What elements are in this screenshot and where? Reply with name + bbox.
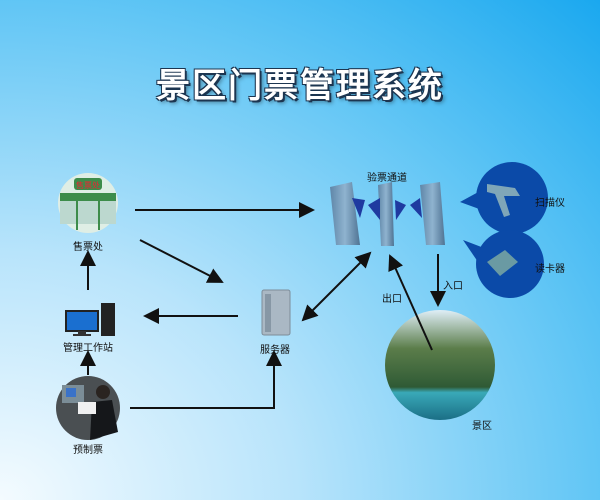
scenic-area-icon (385, 310, 495, 420)
turnstile-gate-icon (330, 182, 445, 246)
card-reader-label: 读卡器 (535, 264, 565, 275)
arrow-office-to-server (139, 239, 224, 283)
entrance-label: 入口 (443, 281, 463, 292)
preprinted-label: 预制票 (73, 445, 103, 456)
ticket-office-sign: 售票处 (76, 180, 100, 190)
server-label: 服务器 (260, 345, 290, 356)
card-reader-icon (463, 230, 544, 298)
ticket-office-icon: 售票处 (58, 173, 118, 233)
preprinted-ticket-icon (56, 376, 120, 440)
scanner-label: 扫描仪 (535, 198, 565, 209)
server-icon (261, 289, 291, 336)
scanner-icon (460, 162, 548, 234)
arrow-server-gate (301, 251, 372, 322)
workstation-icon (65, 303, 115, 336)
arrow-exit (388, 254, 433, 351)
gate-label: 验票通道 (367, 173, 407, 184)
scenic-area-label: 景区 (472, 421, 492, 432)
workstation-label: 管理工作站 (63, 343, 113, 354)
page-title: 景区门票管理系统 (156, 66, 444, 106)
ticket-office-label: 售票处 (73, 242, 103, 253)
arrow-preprinted-to-server (130, 350, 282, 409)
exit-label: 出口 (382, 294, 402, 305)
